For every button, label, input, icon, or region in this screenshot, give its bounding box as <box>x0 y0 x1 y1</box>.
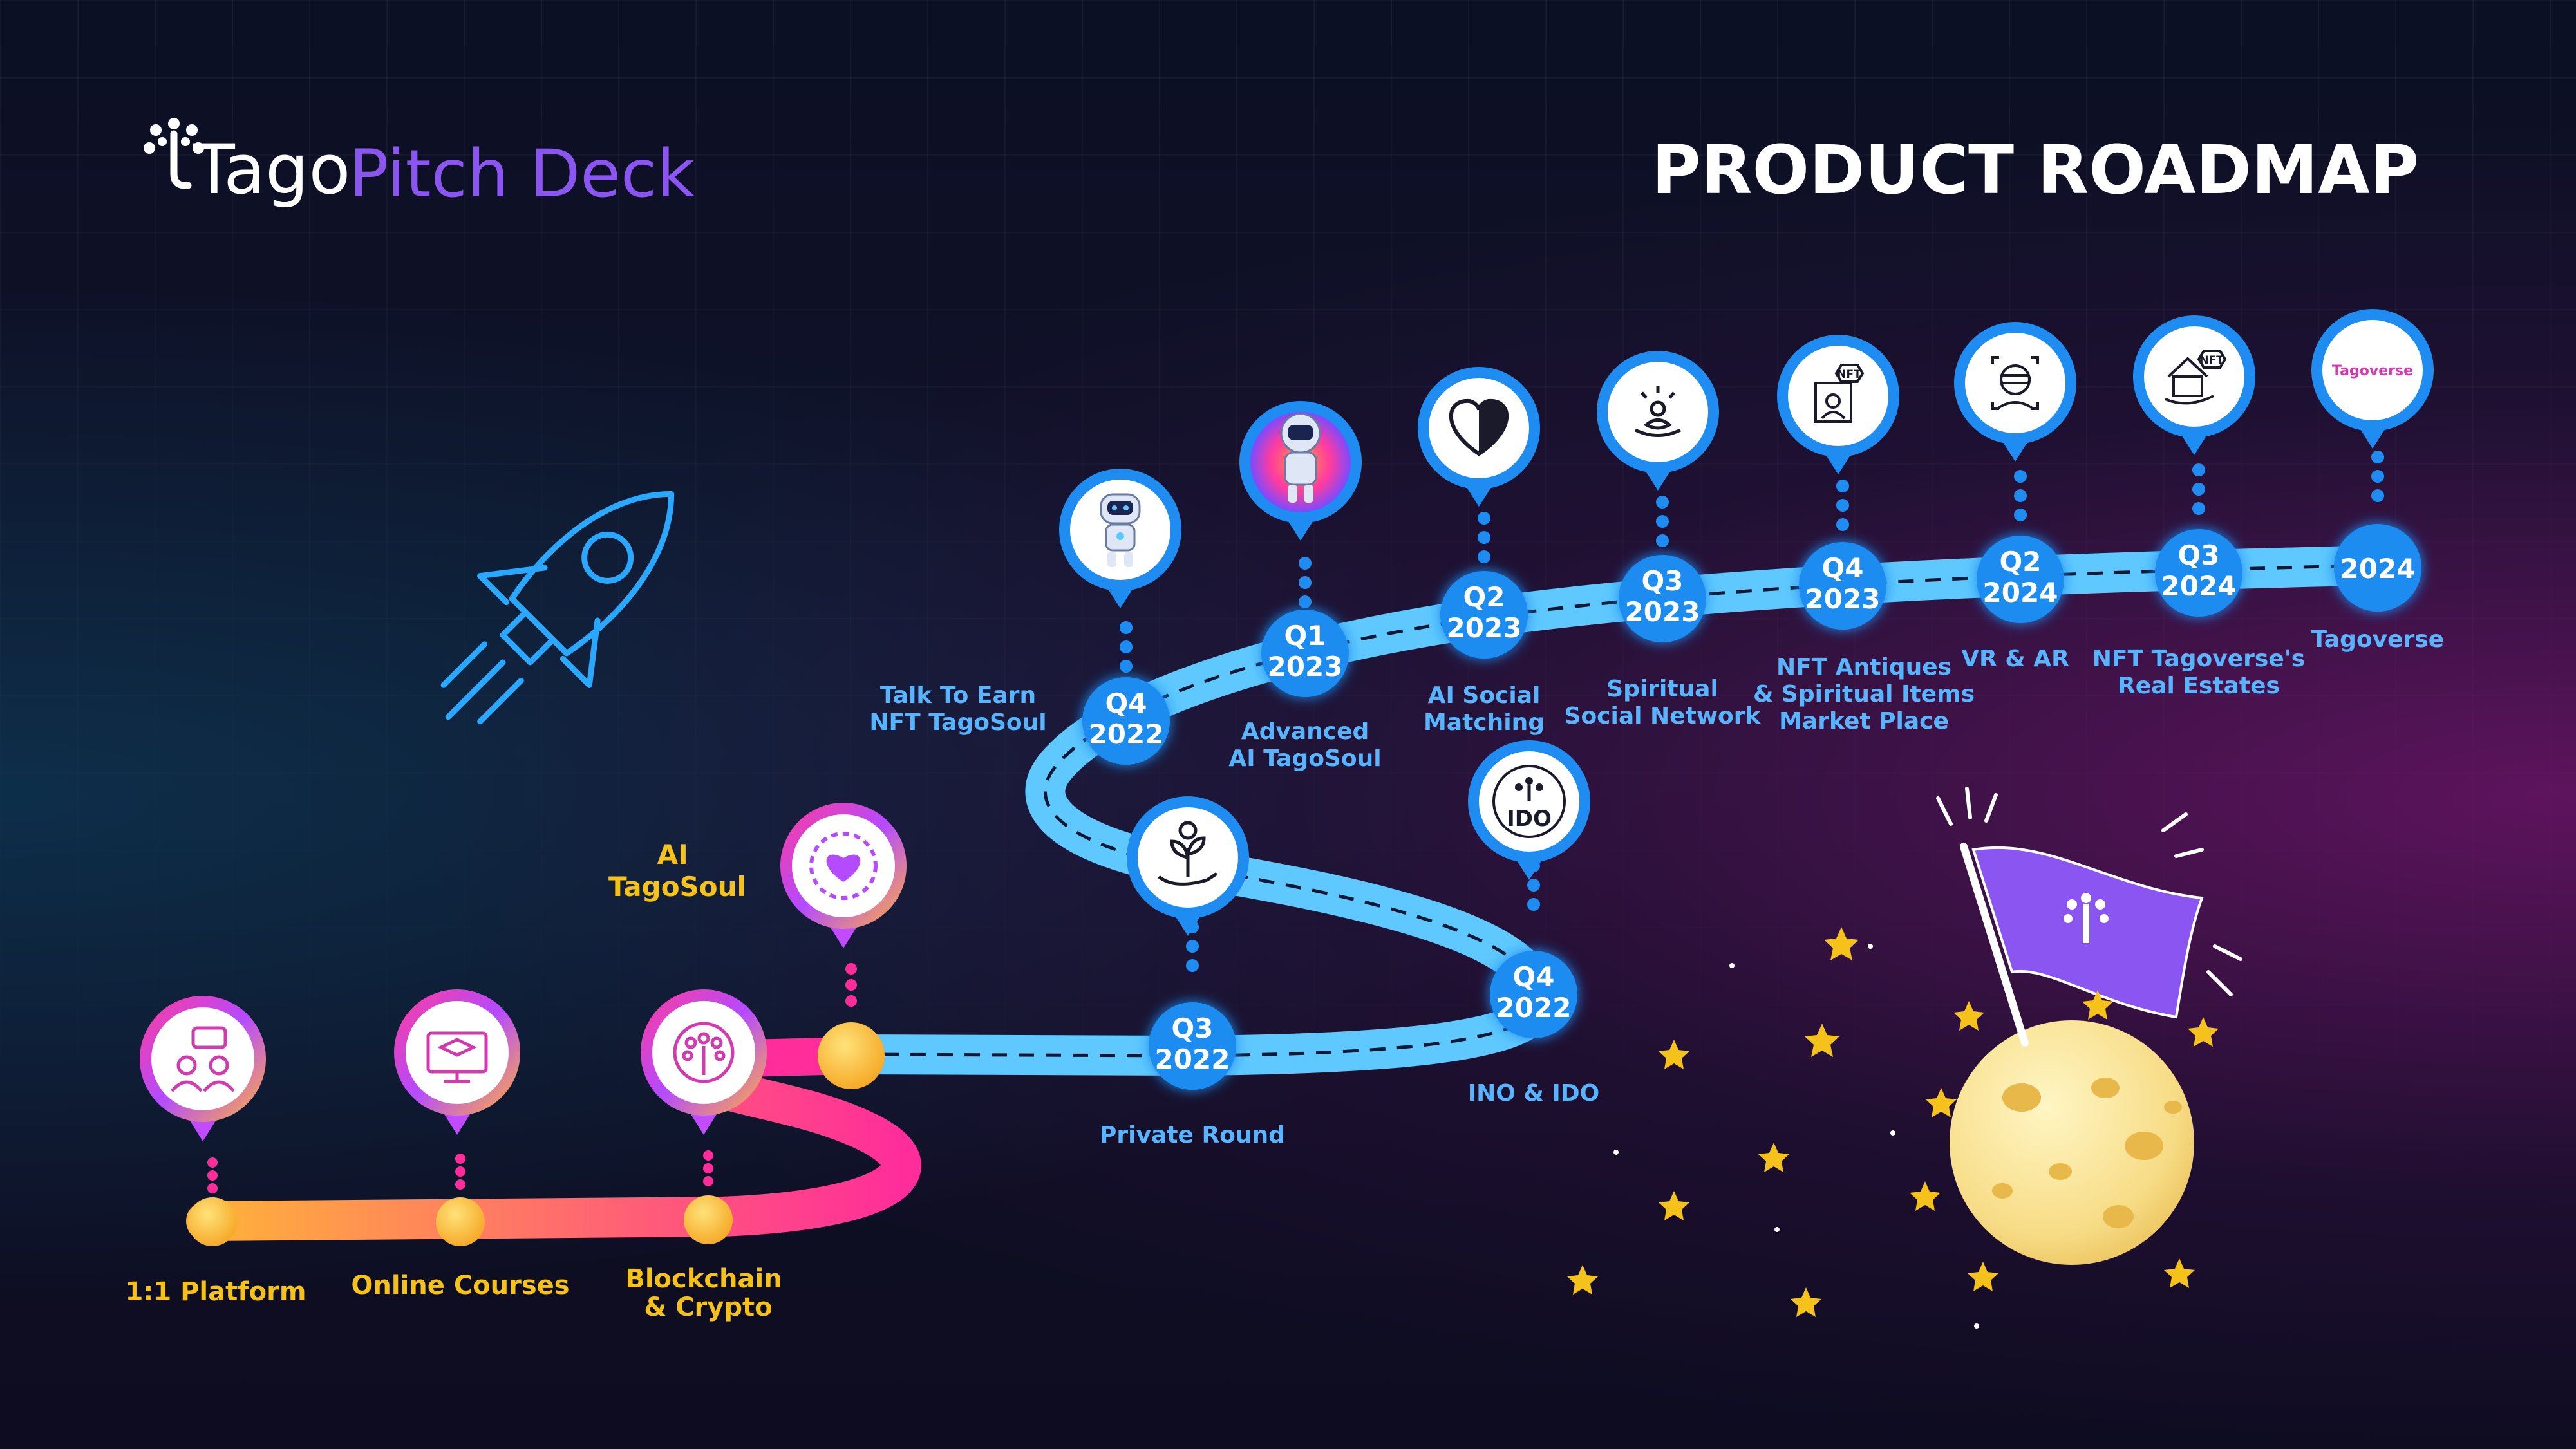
pin-private-round <box>1127 796 1249 936</box>
node-q4-2022-year: 2022 <box>1089 718 1164 750</box>
astronaut-icon <box>1280 413 1321 503</box>
pin-ino-ido: IDO <box>1468 740 1590 880</box>
logo-text: Tago <box>193 130 350 209</box>
robot-icon <box>1100 493 1141 567</box>
node-q4-2022b-quarter: Q4 <box>1513 961 1555 993</box>
pin-early-2 <box>394 989 520 1135</box>
pin-spiritual <box>1597 351 1719 491</box>
node-q3-2023-quarter: Q3 <box>1642 565 1684 597</box>
heart-icon <box>1449 398 1509 456</box>
label-ai-tagosoul: AI TagoSoul <box>608 839 746 902</box>
stars <box>1567 927 2219 1317</box>
heart-lotus-icon <box>809 832 878 900</box>
node-q3-2024-quarter: Q3 <box>2178 539 2220 571</box>
monitor-graduation-icon <box>426 1031 488 1083</box>
logo-icon <box>144 118 204 189</box>
tagoverse-logo-icon: Tagoverse <box>2332 363 2413 379</box>
pin-nft-real-estate: NFT <box>2133 315 2255 455</box>
node-q4-2023-year: 2023 <box>1805 583 1881 615</box>
node-q4-2022b-year: 2022 <box>1496 992 1572 1024</box>
nft-antiques-icon-text: NFT <box>1837 368 1861 381</box>
label-blockchain: Blockchain & Crypto <box>625 1264 791 1322</box>
label-private-round: Private Round <box>1100 1122 1285 1148</box>
early-labels: 1:1 Platform Online Courses Blockchain &… <box>125 839 791 1322</box>
label-vr-ar: VR & AR <box>1961 646 2069 672</box>
label-1-1-platform: 1:1 Platform <box>125 1277 306 1307</box>
pin-ai-tagosoul <box>780 803 907 948</box>
ido-tree-icon: IDO <box>1492 765 1566 838</box>
label-blockchain-line1: Blockchain <box>625 1264 782 1294</box>
node-q1-2023-year: 2023 <box>1268 651 1343 682</box>
pin-early-3 <box>641 989 767 1135</box>
people-chat-icon <box>171 1026 235 1092</box>
nft-frame-icon: NFT <box>1814 364 1865 423</box>
pin-talk-to-earn <box>1059 469 1181 608</box>
node-q3-2022-quarter: Q3 <box>1172 1013 1214 1044</box>
header: Tago Pitch Deck PRODUCT ROADMAP <box>144 118 2419 212</box>
node-q3-2022-year: 2022 <box>1155 1043 1230 1075</box>
node-q4-2023-quarter: Q4 <box>1822 552 1864 584</box>
connectors <box>207 963 857 1193</box>
node-q1-2023-quarter: Q1 <box>1284 620 1326 651</box>
pin-early-1 <box>140 996 266 1141</box>
tree-network-icon <box>673 1022 735 1083</box>
label-ino-ido: INO & IDO <box>1468 1080 1599 1107</box>
blue-pins: IDO <box>1059 309 2434 936</box>
pin-ai-social <box>1418 367 1540 507</box>
small-stars <box>1613 944 1979 1329</box>
node-q3-2024-year: 2024 <box>2161 570 2237 602</box>
node-2024-year: 2024 <box>2340 553 2416 584</box>
node-q2-2024-quarter: Q2 <box>2000 546 2042 577</box>
pitch-deck-subtitle: Pitch Deck <box>349 136 695 212</box>
rocket-icon <box>440 491 675 725</box>
label-online-courses: Online Courses <box>351 1271 569 1300</box>
pin-vr-ar <box>1954 322 2076 462</box>
label-blockchain-line2: & Crypto <box>644 1293 772 1322</box>
node-q2-2023-quarter: Q2 <box>1463 581 1505 613</box>
node-q2-2023-year: 2023 <box>1447 612 1522 644</box>
early-nodes <box>188 1022 885 1246</box>
nft-house-icon-text: NFT <box>2199 354 2224 367</box>
node-q2-2024-year: 2024 <box>1983 577 2058 608</box>
page-title: PRODUCT ROADMAP <box>1651 131 2419 209</box>
pin-advanced-ai <box>1239 401 1362 541</box>
ido-icon-text: IDO <box>1507 806 1552 832</box>
moon-icon <box>1950 1020 2194 1265</box>
node-q3-2023-year: 2023 <box>1625 596 1700 628</box>
milestone-nodes <box>1082 524 2421 1090</box>
milestone-node-labels: Q3 2022 Q4 2022 Q4 2022 Q1 2023 Q2 2023 … <box>1089 539 2416 1075</box>
pin-nft-antiques: NFT <box>1777 335 1899 474</box>
nft-house-icon: NFT <box>2165 350 2227 405</box>
tago-flag-icon <box>1936 787 2242 1047</box>
money-plant-icon <box>1158 821 1218 886</box>
label-tagoverse: Tagoverse <box>2311 626 2444 653</box>
pin-tagoverse: Tagoverse <box>2311 309 2434 449</box>
tagoverse-icon-text: Tagoverse <box>2332 363 2413 379</box>
vr-face-icon <box>1991 356 2039 410</box>
early-road <box>186 1037 921 1241</box>
node-q4-2022-quarter: Q4 <box>1105 687 1147 719</box>
meditation-icon <box>1634 386 1682 437</box>
